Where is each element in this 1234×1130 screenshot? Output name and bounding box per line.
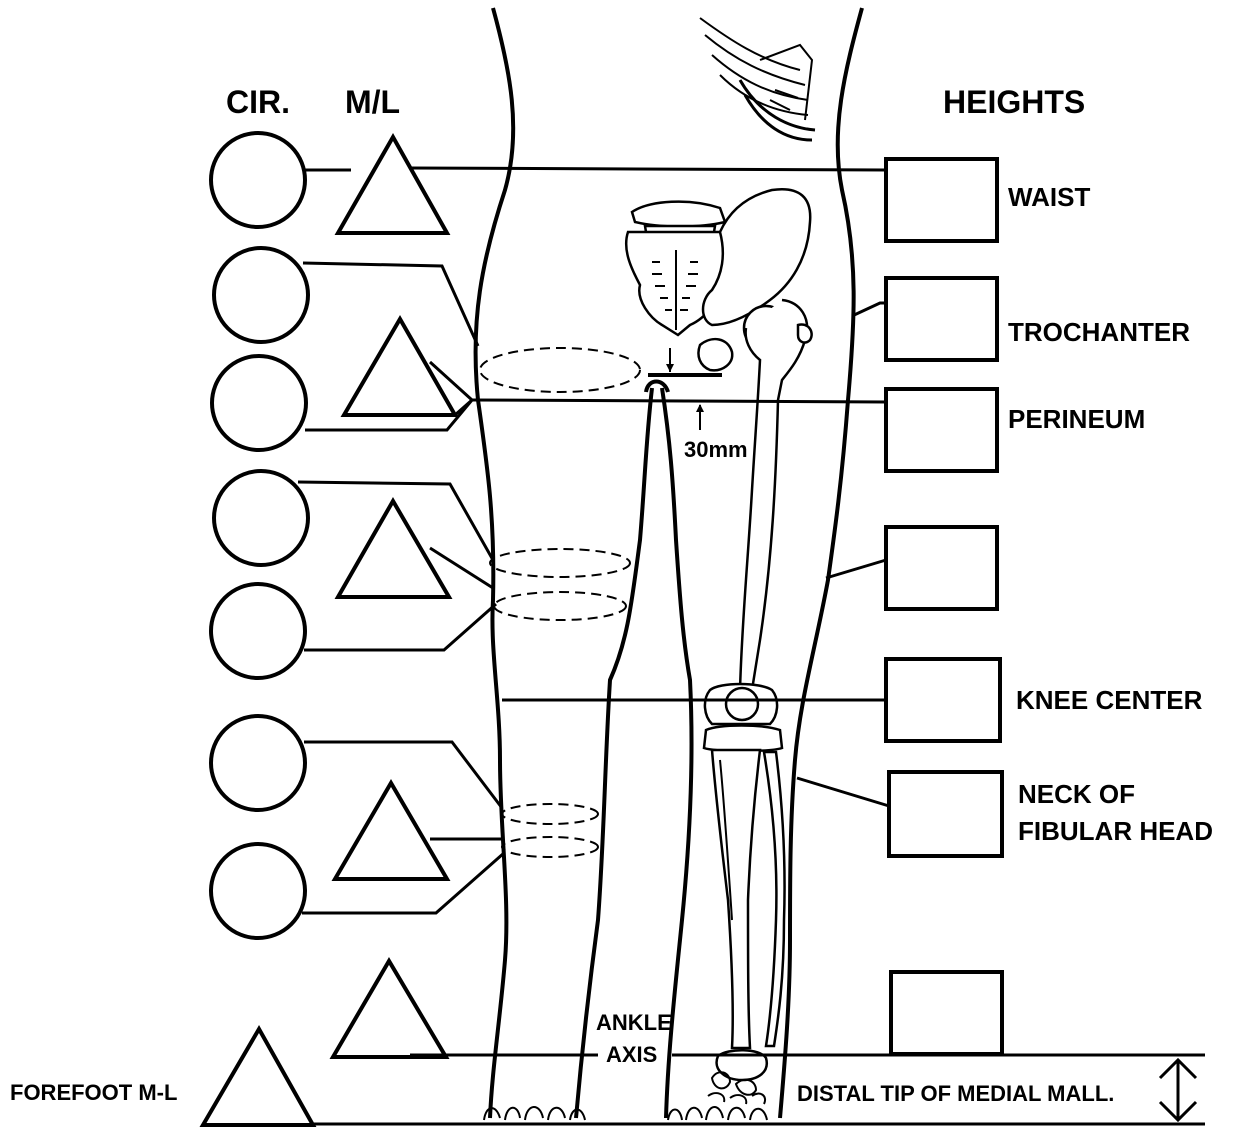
labels: CIR. M/L HEIGHTS WAIST TROCHANTER PERINE…: [10, 84, 1213, 1106]
ribcage-sketch: [700, 18, 815, 140]
height-box-knee-center[interactable]: [886, 659, 1000, 741]
label-perineum: PERINEUM: [1008, 404, 1145, 434]
skeleton: [626, 18, 815, 1104]
circumference-circle-mid-thigh[interactable]: [214, 471, 308, 565]
ring-mid-thigh-upper: [490, 549, 630, 577]
label-axis: AXIS: [606, 1042, 657, 1067]
ring-calf-upper: [502, 804, 598, 824]
measurement-rings: [480, 348, 640, 857]
label-knee-center: KNEE CENTER: [1016, 685, 1203, 715]
height-box-thigh[interactable]: [886, 527, 997, 609]
circumference-circle-calf[interactable]: [211, 844, 305, 938]
right-toes: [668, 1107, 767, 1120]
ml-triangle-waist[interactable]: [338, 137, 447, 233]
circumference-circle-upper-thigh[interactable]: [214, 248, 308, 342]
height-boxes: [886, 159, 1002, 1054]
ring-mid-thigh-lower: [494, 592, 626, 620]
label-waist: WAIST: [1008, 182, 1090, 212]
label-ankle: ANKLE: [596, 1010, 672, 1035]
label-fibular-line1: NECK OF: [1018, 779, 1135, 809]
height-box-waist[interactable]: [886, 159, 997, 241]
inner-right-contour: [662, 388, 692, 1118]
ring-calf-lower: [502, 837, 598, 857]
ml-triangle-knee[interactable]: [335, 783, 447, 879]
header-circumference: CIR.: [226, 84, 290, 120]
label-trochanter: TROCHANTER: [1008, 317, 1190, 347]
lower-leg-bones: [712, 750, 785, 1048]
ring-upper-thigh: [480, 348, 640, 392]
crotch-curve: [646, 382, 668, 393]
label-distal-tip: DISTAL TIP OF MEDIAL MALL.: [797, 1081, 1114, 1106]
ml-triangle-forefoot[interactable]: [203, 1029, 313, 1125]
outer-right-contour: [780, 8, 862, 1118]
height-box-ankle[interactable]: [891, 972, 1002, 1054]
height-box-perineum[interactable]: [886, 389, 997, 471]
leg-outline: [476, 8, 862, 1120]
circumference-circle-upper-calf[interactable]: [211, 716, 305, 810]
height-box-trochanter[interactable]: [886, 278, 997, 360]
circumference-circle-lower-thigh[interactable]: [211, 584, 305, 678]
ml-triangle-ankle[interactable]: [333, 961, 446, 1057]
circumference-circle-waist[interactable]: [211, 133, 305, 227]
femur: [740, 300, 812, 690]
foot-bones: [708, 1050, 767, 1104]
circumference-circles: [211, 133, 308, 938]
label-forefoot: FOREFOOT M-L: [10, 1080, 177, 1105]
inner-left-contour: [576, 388, 652, 1118]
header-medial-lateral: M/L: [345, 84, 400, 120]
height-box-fibular-head[interactable]: [889, 772, 1002, 856]
outer-left-contour: [476, 8, 514, 1118]
label-perineum-offset: 30mm: [684, 437, 748, 462]
ml-triangle-perineum[interactable]: [344, 319, 455, 415]
header-heights: HEIGHTS: [943, 84, 1085, 120]
left-toes: [484, 1107, 585, 1120]
label-fibular-line2: FIBULAR HEAD: [1018, 816, 1213, 846]
knee-joint: [704, 684, 782, 751]
circumference-circle-perineum[interactable]: [212, 356, 306, 450]
